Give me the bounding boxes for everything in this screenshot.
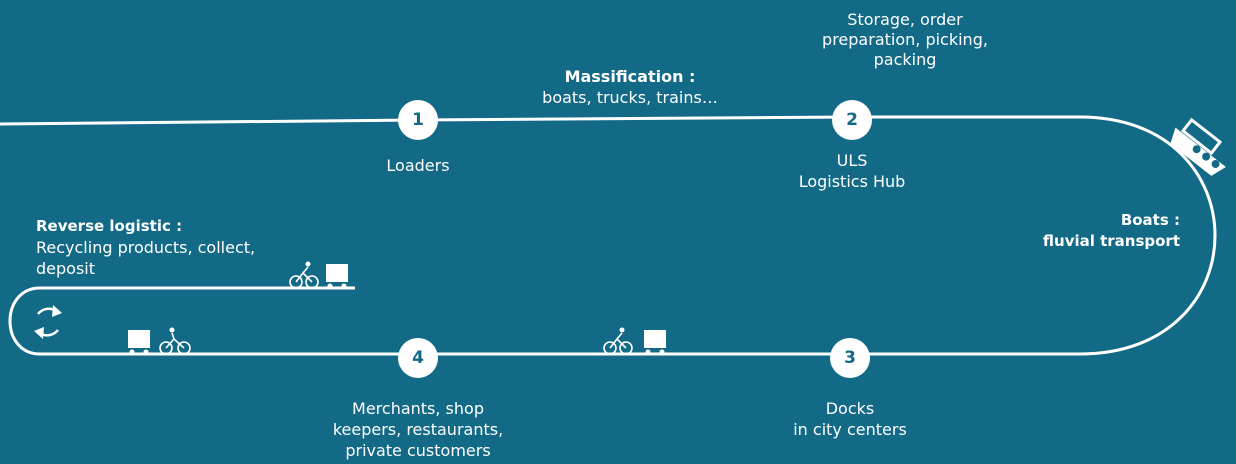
node-3-number: 3 (844, 348, 856, 368)
boat-icon (1170, 117, 1226, 176)
cargo-bike-icon-upper (289, 261, 348, 289)
storage-line-1: Storage, order (847, 10, 963, 29)
boats-title: Boats : (1120, 211, 1180, 229)
node-4-label: Merchants, shop keepers, restaurants, pr… (298, 398, 538, 461)
node-2-label-line-2: Logistics Hub (798, 172, 906, 191)
node-1-number: 1 (412, 110, 424, 130)
node-2-label-line-1: ULS (836, 151, 868, 170)
node-1-label: Loaders (318, 156, 518, 175)
node-2-label: ULS Logistics Hub (752, 150, 952, 192)
reverse-line-2: deposit (36, 259, 95, 278)
node-1: 1 (398, 100, 438, 140)
reverse-title: Reverse logistic : (36, 217, 183, 235)
node-4-number: 4 (412, 348, 424, 368)
flow-path (0, 115, 1217, 356)
massification-title: Massification : (564, 67, 696, 86)
node-1-label-line: Loaders (386, 156, 450, 175)
node-4-label-line-3: private customers (345, 441, 491, 460)
storage-line-2: preparation, picking, (822, 30, 988, 49)
node-2: 2 (832, 100, 872, 140)
node-4-label-line-1: Merchants, shop (352, 399, 484, 418)
storage-line-3: packing (873, 50, 937, 69)
node-4-label-line-2: keepers, restaurants, (332, 420, 504, 439)
massification-text: boats, trucks, trains… (542, 88, 718, 107)
boats-text: fluvial transport (1042, 232, 1180, 250)
node-3-label: Docks in city centers (740, 398, 960, 440)
storage-annotation: Storage, order preparation, picking, pac… (770, 10, 1040, 70)
node-2-number: 2 (846, 110, 858, 130)
node-3-label-line-2: in city centers (793, 420, 907, 439)
node-3-label-line-1: Docks (825, 399, 875, 418)
boats-annotation: Boats : fluvial transport (1010, 210, 1180, 252)
cargo-bike-icon-lower-left (128, 327, 191, 355)
reverse-line-1: Recycling products, collect, (36, 238, 256, 257)
node-3: 3 (830, 338, 870, 378)
reverse-logistic-annotation: Reverse logistic : Recycling products, c… (36, 216, 336, 279)
massification-annotation: Massification : boats, trucks, trains… (510, 67, 750, 107)
cargo-bike-icon-lower-middle (603, 327, 666, 355)
recycle-arrows-icon (34, 305, 62, 339)
node-4: 4 (398, 338, 438, 378)
